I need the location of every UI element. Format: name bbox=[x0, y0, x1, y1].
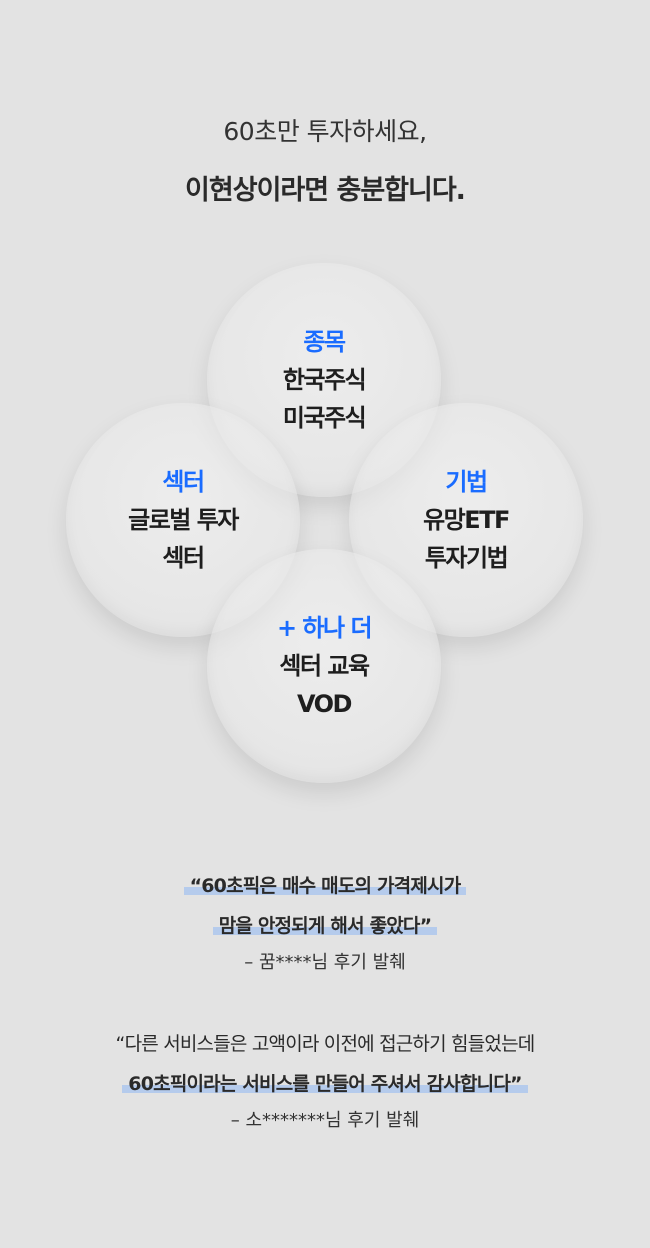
circle-title: 종목 bbox=[303, 328, 346, 356]
review-1: “60초픽은 매수 매도의 가격제시가 맘을 안정되게 해서 좋았다” – 꿈*… bbox=[0, 866, 650, 980]
circle-line: 섹터 교육 bbox=[279, 652, 370, 680]
review-source: – 소*******님 후기 발췌 bbox=[230, 1110, 420, 1131]
circle-line: 글로벌 투자 bbox=[128, 506, 239, 534]
circle-title: 섹터 bbox=[162, 468, 205, 496]
circle-title: 기법 bbox=[445, 468, 488, 496]
review-source: – 꿈****님 후기 발췌 bbox=[244, 952, 406, 973]
circle-line: 미국주식 bbox=[282, 404, 367, 432]
circle-bonus: + 하나 더 섹터 교육 VOD bbox=[207, 549, 441, 783]
circle-title: + 하나 더 bbox=[276, 614, 373, 642]
review-quote-line: 맘을 안정되게 해서 좋았다” bbox=[212, 915, 438, 937]
circle-line: VOD bbox=[297, 690, 352, 718]
headline-line2: 이현상이라면 충분합니다. bbox=[185, 175, 466, 206]
circle-line: 유망ETF bbox=[423, 506, 510, 534]
circle-line: 섹터 bbox=[162, 544, 205, 572]
review-quote-line: 60초픽이라는 서비스를 만들어 주셔서 감사합니다” bbox=[122, 1073, 528, 1095]
review-2: “다른 서비스들은 고액이라 이전에 접근하기 힘들었는데 60초픽이라는 서비… bbox=[0, 1024, 650, 1138]
review-quote-line: “60초픽은 매수 매도의 가격제시가 bbox=[183, 875, 467, 897]
review-quote-line: “다른 서비스들은 고액이라 이전에 접근하기 힘들었는데 bbox=[115, 1033, 536, 1055]
circle-line: 한국주식 bbox=[282, 366, 367, 394]
circle-line: 투자기법 bbox=[424, 544, 509, 572]
headline-line1: 60초만 투자하세요, bbox=[223, 117, 427, 146]
